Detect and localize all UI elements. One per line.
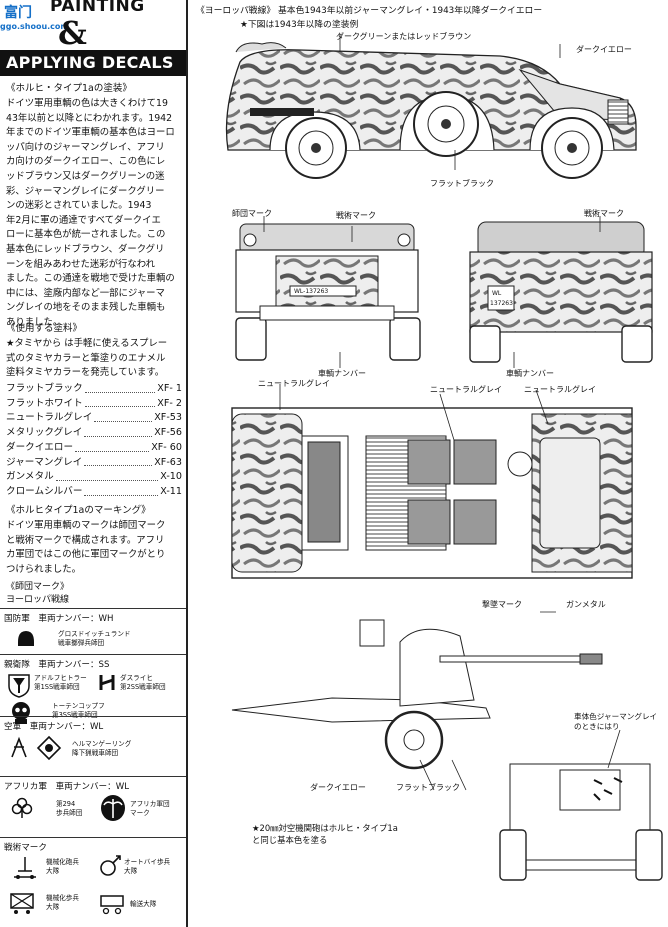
logo-text: 富门 [4,5,32,21]
supply-transport-icon [100,895,124,915]
europe-header: 《ヨーロッパ戦線》 基本色1943年以前ジャーマングレイ・1943年以降ダークイ… [196,6,543,16]
d294-label: 第294 歩兵師団 [56,800,83,817]
tac2-label: オートバイ歩兵 大隊 [124,858,171,875]
das-reich-wolfsangel-icon [99,675,115,690]
label-camo: ダークグリーンまたはレッドブラウン [336,32,472,41]
ss-label: 親衛隊 車両ナンバー：SS [4,660,110,670]
label-plate-front: 車輌ナンバー [318,369,366,378]
label-gun-flat-black: フラットブラック [396,783,460,792]
label-flat-black: フラットブラック [430,179,494,188]
motorcycle-infantry-icon [100,855,121,876]
label-kill-marks: 撃墜マーク [482,600,522,609]
label-body-german-grey: 車体色ジャーマングレイ のときにはり [574,712,658,731]
horch-rear-view [469,216,653,368]
label-neutral-grey-3: ニュートラルグレイ [524,385,596,394]
divider [0,608,186,609]
label-neutral-grey-2: ニュートラルグレイ [430,385,502,394]
tac1-label: 機械化砲兵 大隊 [46,858,79,875]
title-ampersand: & [58,14,87,52]
label-neutral-grey-1: ニュートラルグレイ [258,379,330,388]
label-gun-dark-yellow: ダークイエロー [310,783,366,792]
section-horch-painting-title: 《ホルヒ・タイプ1aの塗装》 [6,83,132,94]
column-divider [186,0,188,927]
label-dark-yellow: ダークイエロー [576,45,632,54]
label-division-mark: 師団マーク [232,209,272,218]
divider [0,654,186,655]
watermark-logo: 富门 ggo.shoou.com [0,0,69,34]
division-marks-title: 《師団マーク》 [6,582,70,592]
logo-url-text: ggo.shoou.com [0,22,69,31]
rear-plate-line2: 137263 [490,300,513,307]
label-tactical-mark-front: 戦術マーク [336,211,376,220]
label-plate-rear: 車輌ナンバー [506,369,554,378]
flak-note: ★20㎜対空機関砲はホルヒ・タイプ1a と同じ基本色を塗る [252,823,398,845]
title-bar [0,50,186,76]
divider [0,716,186,717]
horch-top-view [231,384,633,579]
clover-leaf-icon [11,797,33,818]
example-note: ★下図は1943年以降の塗装例 [240,20,359,30]
header: 富门 ggo.shoou.com PAINTING & APPLYING DEC… [0,0,186,78]
section-horch-painting-body: ドイツ軍用車輌の色は大きくわけて19 43年以前と以降とにわかれます。1942 … [6,98,175,328]
army-label: 国防軍 車両ナンバー：WH [4,614,114,624]
lah-label: アドルフヒトラー 第1SS戦車師団 [34,674,87,691]
horch-side-view [225,34,637,179]
hermann-goering-diamond-icon [36,735,62,761]
title-painting: PAINTING [50,0,145,16]
motorized-artillery-icon [14,857,36,879]
divider [0,776,186,777]
left-column: 富门 ggo.shoou.com PAINTING & APPLYING DEC… [0,0,186,927]
motorized-infantry-icon [10,893,34,914]
label-tactical-mark-rear: 戦術マーク [584,209,624,218]
section-paints-title: 《使用する塗料》 [6,323,83,334]
dr-label: ダスライヒ 第2SS戦車師団 [120,674,166,691]
tactical-marks-title: 戦術マーク [4,843,47,853]
europe-subtitle: ヨーロッパ戦線 [6,595,70,605]
totenkopf-skull-icon [12,702,30,724]
section-paints-body: ★タミヤから は手軽に使えるスプレー 式のタミヤカラーと筆塗りのエナメル 塗料タ… [6,338,168,379]
grossdeutschland-helmet-icon [18,631,34,646]
divider [0,837,186,838]
air-force-label: 空軍 車両ナンバー：WL [4,722,104,732]
section-markings-body: ドイツ軍用車輌のマークは師団マーク と戦術マークで構成されます。アフリ カ軍団で… [6,520,166,575]
tac3-label: 機械化歩兵 大隊 [46,894,79,911]
title-applying-decals: APPLYING DECALS [6,53,174,72]
section-markings-title: 《ホルヒタイプ1aのマーキング》 [6,505,151,516]
front-plate: WL-137263 [294,288,329,295]
lah-key-shield-icon [8,674,30,698]
flak-gun-rear-view [499,729,663,881]
afk-label: アフリカ軍団 マーク [130,800,170,817]
tac4-label: 輸送大隊 [130,900,157,908]
gd-label: グロスドイッチュランド 戦車擲弾兵師団 [58,630,131,647]
hg-label: ヘルマンゲーリング 降下猟戦車師団 [72,740,132,757]
afrika-korps-palm-icon [101,795,125,821]
africa-label: アフリカ軍 車両ナンバー：WL [4,782,130,792]
horch-front-view [235,216,421,368]
rear-plate-line1: WL [492,290,502,297]
label-gunmetal: ガンメタル [566,600,606,609]
luftwaffe-figure-icon [11,736,27,758]
tk-label: トーテンコップフ 第3SS戦車師団 [52,702,105,719]
flak-gun-side-view [231,611,603,791]
